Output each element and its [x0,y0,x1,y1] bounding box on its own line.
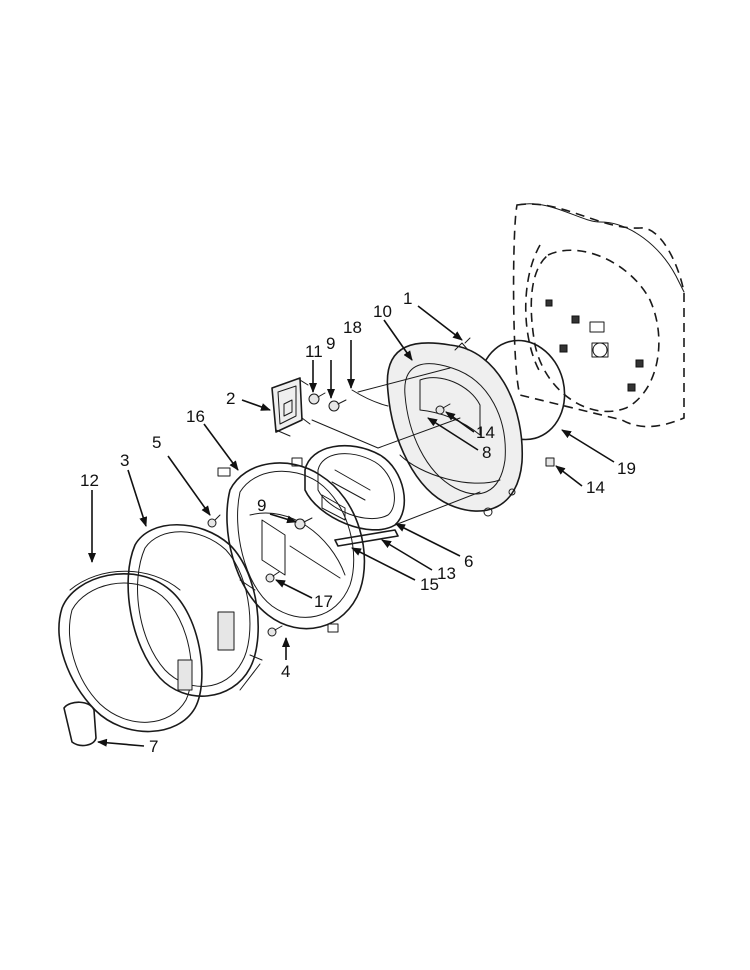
door-handle [63,701,97,747]
inner-glass-bracket [334,529,399,547]
door-hinge-wire [454,342,469,351]
screw-9-upper [328,399,347,412]
outer-door [127,523,263,697]
callout-7: 7 [149,737,158,756]
door-hinge [271,377,311,437]
front-panel [512,203,685,428]
callout-15: 15 [420,575,439,594]
callout-2: 2 [226,389,235,408]
callout-5: 5 [152,433,161,452]
callout-13: 13 [437,564,456,583]
clip-14-lower [545,457,555,467]
callout-16: 16 [186,407,205,426]
callout-14-lower: 14 [586,478,605,497]
screw-11 [308,392,326,405]
leader-lines [88,305,615,747]
screw-4 [267,625,283,637]
assembly-lines [239,367,481,691]
callout-1: 1 [403,289,412,308]
callout-6: 6 [464,552,473,571]
screw-5 [207,514,221,528]
door-trim-ring [217,457,366,633]
screw-17 [265,571,280,583]
callout-9-upper: 9 [326,334,335,353]
callout-14-upper: 14 [476,423,495,442]
callout-11: 11 [305,342,323,361]
callout-10: 10 [373,302,392,321]
inner-glass-assembly [304,444,406,531]
callout-18: 18 [343,318,362,337]
callout-19: 19 [617,459,636,478]
callout-9-lower: 9 [257,496,266,515]
callout-12: 12 [80,471,99,490]
wire-18 [351,389,389,407]
inner-door-frame [386,337,523,517]
callout-17: 17 [314,592,333,611]
callout-4: 4 [281,662,290,681]
callout-labels: 1 2 3 4 5 6 7 8 9 9 10 11 12 13 14 14 15… [80,289,636,756]
outer-door-frame [58,570,203,733]
callout-3: 3 [120,451,129,470]
panel-latch [589,321,609,358]
callout-8: 8 [482,443,491,462]
screw-14-upper [435,403,451,415]
screw-9-lower [294,517,313,530]
